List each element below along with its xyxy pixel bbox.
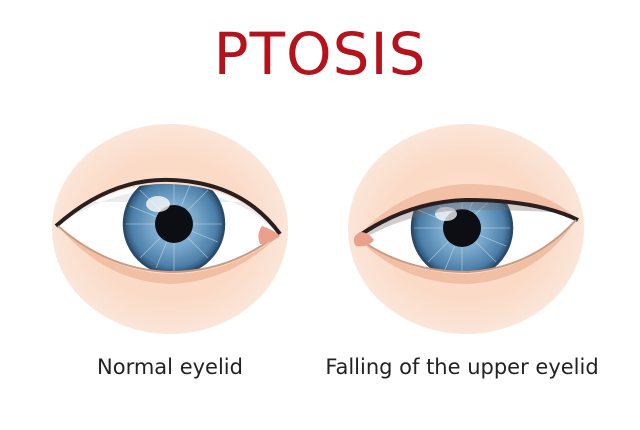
ptosis-eye-icon	[348, 124, 584, 334]
diagram-title: PTOSIS	[213, 20, 427, 88]
upper-eyelid-line	[54, 177, 282, 236]
caption-ptosis-eyelid: Falling of the upper eyelid	[325, 355, 599, 379]
drooping-eyelid	[360, 184, 578, 234]
ptosis-eye-illustration	[346, 122, 586, 336]
pupil	[155, 205, 193, 243]
caption-normal-eyelid: Normal eyelid	[97, 355, 243, 379]
upper-eyelid-line	[354, 197, 579, 240]
normal-eye-illustration	[50, 122, 290, 336]
normal-eye-icon	[52, 124, 288, 334]
